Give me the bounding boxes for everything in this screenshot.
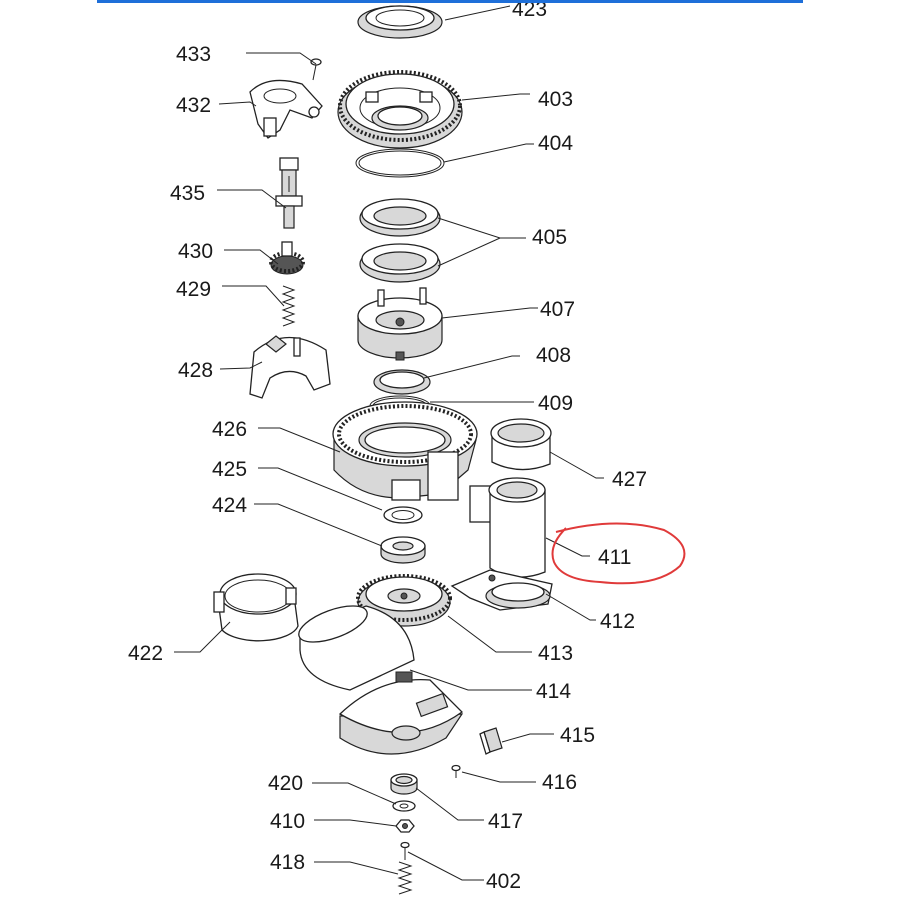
part-428-yoke bbox=[249, 335, 331, 399]
top-accent-rule bbox=[97, 0, 803, 3]
part-415-tab bbox=[479, 727, 503, 755]
part-430-pinion bbox=[269, 241, 305, 275]
callout-425: 425 bbox=[212, 458, 247, 481]
part-426-housing bbox=[332, 401, 478, 501]
callout-435: 435 bbox=[170, 182, 205, 205]
part-413-gear bbox=[356, 574, 452, 627]
callout-410: 410 bbox=[270, 810, 305, 833]
callout-404: 404 bbox=[538, 132, 573, 155]
highlight-circle-411 bbox=[551, 522, 686, 585]
callout-433: 433 bbox=[176, 43, 211, 66]
callout-418: 418 bbox=[270, 851, 305, 874]
callout-409: 409 bbox=[538, 392, 573, 415]
callout-403: 403 bbox=[538, 88, 573, 111]
part-407-cage bbox=[357, 287, 443, 361]
part-429-spring bbox=[281, 285, 296, 327]
part-432-bracket bbox=[249, 79, 323, 139]
part-404-oring bbox=[355, 148, 445, 178]
part-416-screw bbox=[451, 764, 461, 778]
part-411-chute bbox=[469, 477, 546, 578]
callout-408: 408 bbox=[536, 344, 571, 367]
part-410-nut bbox=[395, 819, 415, 833]
part-402-screw bbox=[400, 841, 410, 860]
callout-422: 422 bbox=[128, 642, 163, 665]
callout-412: 412 bbox=[600, 610, 635, 633]
leader-lines bbox=[174, 5, 604, 881]
callout-413: 413 bbox=[538, 642, 573, 665]
callout-432: 432 bbox=[176, 94, 211, 117]
callout-428: 428 bbox=[178, 359, 213, 382]
callout-415: 415 bbox=[560, 724, 595, 747]
part-433-screw bbox=[310, 58, 322, 81]
part-424-washer bbox=[380, 536, 426, 564]
callout-405: 405 bbox=[532, 226, 567, 249]
part-423-ring bbox=[357, 5, 443, 39]
part-414-motor bbox=[298, 605, 464, 755]
callout-424: 424 bbox=[212, 494, 247, 517]
callout-429: 429 bbox=[176, 278, 211, 301]
part-405-rings bbox=[359, 198, 441, 283]
callout-420: 420 bbox=[268, 772, 303, 795]
part-408-ring bbox=[373, 369, 431, 395]
callout-427: 427 bbox=[612, 468, 647, 491]
part-417-bushing bbox=[390, 773, 418, 795]
part-420-washer bbox=[392, 800, 416, 812]
part-403-gear bbox=[337, 70, 463, 149]
part-435-shaft bbox=[275, 157, 303, 229]
part-427-sleeve bbox=[490, 418, 552, 471]
callout-402: 402 bbox=[486, 870, 521, 893]
part-425-washer bbox=[383, 506, 423, 524]
callout-423: 423 bbox=[512, 0, 547, 21]
callout-426: 426 bbox=[212, 418, 247, 441]
callout-414: 414 bbox=[536, 680, 571, 703]
callout-407: 407 bbox=[540, 298, 575, 321]
callout-411: 411 bbox=[598, 546, 631, 569]
part-412-plate bbox=[450, 569, 553, 611]
callout-416: 416 bbox=[542, 771, 577, 794]
callout-417: 417 bbox=[488, 810, 523, 833]
callout-430: 430 bbox=[178, 240, 213, 263]
callout-labels: 423 433 432 403 404 435 430 405 429 407 … bbox=[128, 0, 647, 893]
part-418-spring bbox=[397, 861, 413, 895]
part-422-clamp bbox=[213, 573, 299, 642]
